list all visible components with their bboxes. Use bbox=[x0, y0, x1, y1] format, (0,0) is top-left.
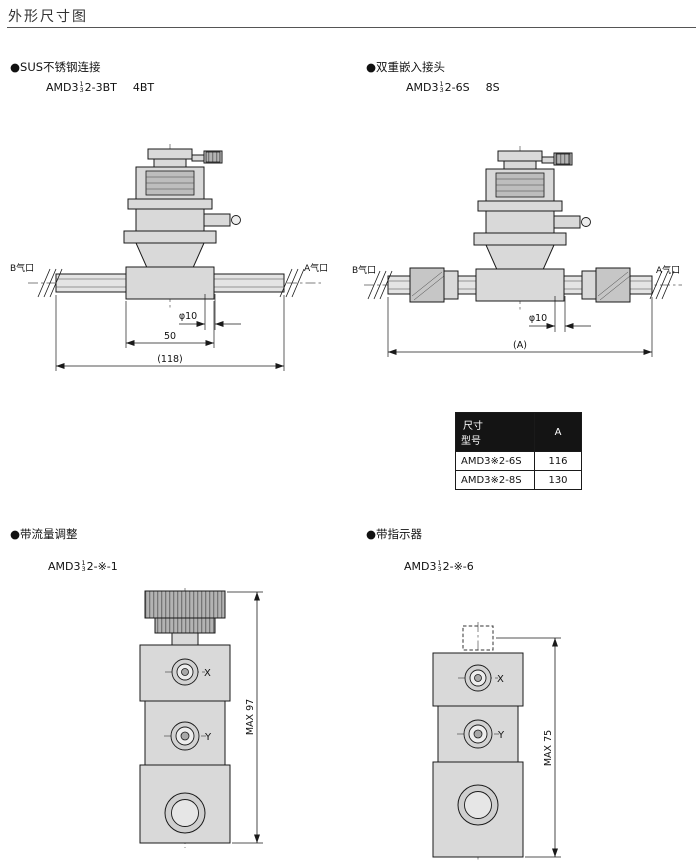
port-y-label: Y bbox=[204, 732, 212, 743]
bottom-port bbox=[457, 784, 499, 826]
valve-actuator bbox=[473, 150, 591, 273]
dim-diameter-text: φ10 bbox=[529, 313, 547, 324]
manual-override-screw bbox=[555, 153, 571, 165]
port-a-label: A气口 bbox=[656, 264, 680, 276]
port-a-label: A气口 bbox=[304, 262, 328, 274]
table-row: AMD3※2-8S 130 bbox=[455, 470, 582, 490]
fraction-numerator: 1 bbox=[437, 559, 442, 567]
port-y: Y bbox=[164, 721, 212, 751]
dim-height-text: MAX 97 bbox=[245, 699, 256, 735]
model-alt: 8S bbox=[485, 81, 500, 94]
dimension-overall: (A) bbox=[387, 297, 653, 357]
dimension-diameter: φ10 bbox=[179, 294, 241, 330]
dim-body-text: 50 bbox=[164, 331, 176, 342]
port-x-label: X bbox=[204, 668, 211, 679]
fraction-numerator: 1 bbox=[79, 80, 84, 88]
model-number-flow: AMD3 1 3 2-※-1 bbox=[48, 560, 118, 573]
break-marks-right bbox=[649, 270, 675, 300]
dimension-diameter: φ10 bbox=[529, 296, 591, 332]
port-b-label: B气口 bbox=[352, 264, 376, 276]
fraction-denominator: 3 bbox=[81, 565, 86, 573]
model-fraction: 1 3 bbox=[437, 559, 442, 573]
dim-diameter-text: φ10 bbox=[179, 311, 197, 322]
dimension-height: MAX 97 bbox=[227, 591, 263, 844]
diaphragm-body bbox=[135, 242, 205, 271]
dim-overall-text: (118) bbox=[157, 354, 183, 365]
fraction-numerator: 1 bbox=[81, 559, 86, 567]
model-number-double: AMD3 1 3 2-6S 8S bbox=[406, 81, 500, 94]
model-fraction: 1 3 bbox=[79, 80, 84, 94]
table-corner-cell: 尺寸 型号 bbox=[455, 412, 535, 452]
side-port bbox=[203, 213, 231, 227]
model-suffix: 2-※-1 bbox=[86, 560, 118, 573]
manual-override-screw bbox=[205, 151, 221, 163]
title-divider bbox=[7, 27, 696, 28]
port-x: X bbox=[165, 658, 211, 686]
dim-height-text: MAX 75 bbox=[543, 730, 554, 766]
model-cell: AMD3※2-8S bbox=[455, 470, 535, 490]
side-port-opening bbox=[581, 217, 591, 227]
fraction-denominator: 3 bbox=[439, 86, 444, 94]
fraction-numerator: 1 bbox=[439, 80, 444, 88]
model-fraction: 1 3 bbox=[439, 80, 444, 94]
break-marks-left bbox=[37, 268, 63, 298]
bottom-port bbox=[164, 792, 206, 834]
model-suffix: 2-6S bbox=[444, 81, 470, 94]
adjustment-knob bbox=[144, 590, 226, 646]
indicator-outline bbox=[462, 625, 494, 651]
section-heading-indicator: ●带指示器 bbox=[366, 527, 423, 541]
section-heading-sus: ●SUS不锈钢连接 bbox=[10, 60, 101, 74]
fraction-denominator: 3 bbox=[79, 86, 84, 94]
model-prefix: AMD3 bbox=[48, 560, 81, 573]
diaphragm-body bbox=[485, 244, 555, 273]
table-row: AMD3※2-6S 116 bbox=[455, 451, 582, 471]
side-port-opening bbox=[231, 215, 241, 225]
section-heading-flow: ●带流量调整 bbox=[10, 527, 78, 541]
fraction-denominator: 3 bbox=[437, 565, 442, 573]
break-marks-right bbox=[279, 268, 305, 298]
port-x-label: X bbox=[497, 674, 504, 685]
dimension-table: 尺寸 型号 A AMD3※2-6S 116 AMD3※2-8S 130 bbox=[455, 412, 582, 490]
dimension-height: MAX 75 bbox=[496, 637, 561, 858]
indicator-valve-drawing: X Y MAX 75 bbox=[432, 622, 561, 860]
value-cell: 116 bbox=[534, 451, 582, 471]
pipe-body bbox=[55, 266, 285, 300]
model-prefix: AMD3 bbox=[406, 81, 439, 94]
dim-overall-text: (A) bbox=[513, 340, 527, 351]
port-y: Y bbox=[457, 719, 505, 749]
model-number-sus: AMD3 1 3 2-3BT 4BT bbox=[46, 81, 154, 94]
compression-fitting-right bbox=[581, 267, 631, 303]
model-alt: 4BT bbox=[132, 81, 155, 94]
side-port bbox=[553, 215, 581, 229]
flow-adjust-valve-drawing: X Y MAX 97 bbox=[139, 588, 263, 848]
model-fraction: 1 3 bbox=[81, 559, 86, 573]
section-heading-double: ●双重嵌入接头 bbox=[366, 60, 446, 74]
model-prefix: AMD3 bbox=[46, 81, 79, 94]
value-cell: 130 bbox=[534, 470, 582, 490]
dimension-overall: (118) bbox=[55, 295, 285, 371]
model-suffix: 2-3BT bbox=[84, 81, 117, 94]
page-title: 外形尺寸图 bbox=[8, 9, 88, 25]
port-x: X bbox=[458, 664, 504, 692]
corner-bottom-label: 型号 bbox=[461, 436, 481, 447]
double-ferrule-valve-drawing: B气口 A气口 φ10 (A) bbox=[352, 146, 682, 357]
compression-fitting-left bbox=[409, 267, 459, 303]
column-header-a: A bbox=[534, 412, 582, 452]
sus-valve-drawing: B气口 A气口 φ10 50 (118) bbox=[10, 144, 328, 371]
corner-top-label: 尺寸 bbox=[463, 421, 483, 432]
model-suffix: 2-※-6 bbox=[442, 560, 474, 573]
port-b-label: B气口 bbox=[10, 262, 34, 274]
port-y-label: Y bbox=[497, 730, 505, 741]
model-number-indicator: AMD3 1 3 2-※-6 bbox=[404, 560, 474, 573]
break-marks-left bbox=[367, 270, 393, 300]
dimension-body-width: 50 bbox=[125, 301, 215, 348]
valve-actuator bbox=[123, 148, 241, 271]
model-cell: AMD3※2-6S bbox=[455, 451, 535, 471]
model-prefix: AMD3 bbox=[404, 560, 437, 573]
